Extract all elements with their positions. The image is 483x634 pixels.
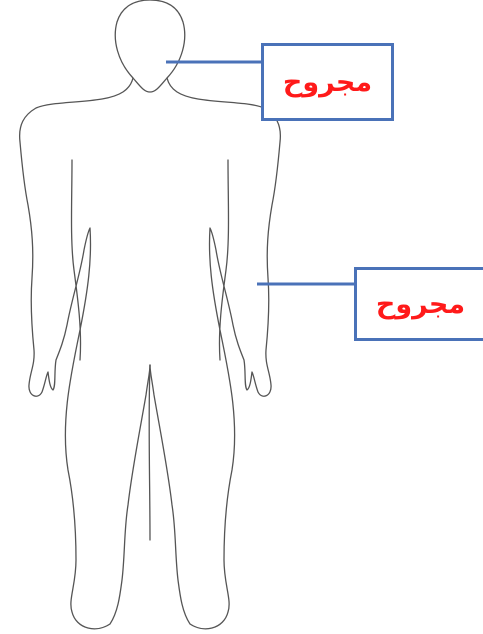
- arm-label-text: مجروح: [376, 289, 465, 320]
- head-label-text: مجروح: [283, 67, 372, 98]
- body-left-outline: [20, 78, 150, 629]
- head-label-box: مجروح: [261, 43, 394, 121]
- arm-label-box: مجروح: [354, 267, 483, 341]
- body-right-outline: [150, 78, 280, 629]
- inner-arm-right: [219, 160, 228, 360]
- inner-leg-divider: [149, 365, 150, 540]
- inner-arm-left: [72, 160, 81, 360]
- head-outline: [115, 0, 184, 92]
